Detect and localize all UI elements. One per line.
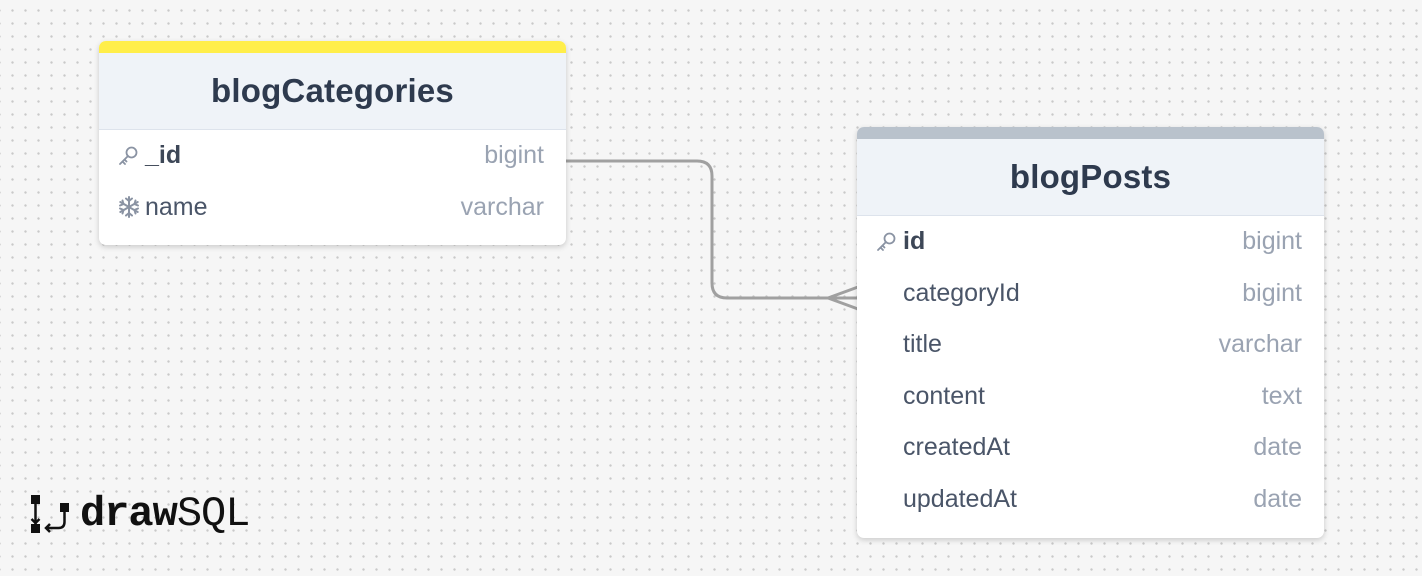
column-name: createdAt	[903, 433, 1011, 462]
column-row[interactable]: _id bigint	[99, 130, 566, 182]
column-icon-placeholder	[875, 332, 903, 358]
drawsql-logo: draw SQL	[30, 490, 251, 538]
table-accent-bar	[99, 41, 566, 53]
column-name: _id	[145, 141, 182, 170]
table-blog-posts[interactable]: blogPosts id bigint categoryId bigint ti…	[857, 127, 1324, 538]
column-type: text	[1261, 381, 1302, 410]
column-row[interactable]: title varchar	[857, 319, 1324, 371]
logo-mark-icon	[30, 495, 69, 533]
column-type: bigint	[484, 141, 544, 170]
column-name: id	[903, 227, 926, 256]
column-name: name	[145, 192, 208, 221]
column-icon-placeholder	[875, 435, 903, 461]
column-row[interactable]: updatedAt date	[857, 474, 1324, 526]
column-type: date	[1253, 484, 1302, 513]
logo-text-sql: SQL	[176, 490, 251, 538]
crowfoot-many-marker	[827, 285, 859, 311]
column-row[interactable]: createdAt date	[857, 422, 1324, 474]
column-row[interactable]: categoryId bigint	[857, 268, 1324, 320]
column-type: varchar	[460, 192, 544, 221]
column-name: categoryId	[903, 278, 1020, 307]
column-row[interactable]: id bigint	[857, 216, 1324, 268]
column-icon-placeholder	[875, 383, 903, 409]
column-type: bigint	[1242, 227, 1302, 256]
table-title: blogCategories	[210, 72, 454, 109]
snowflake-icon	[117, 194, 145, 220]
key-icon	[875, 229, 903, 255]
column-row[interactable]: name varchar	[99, 182, 566, 234]
table-blog-categories[interactable]: blogCategories _id bigint	[99, 41, 566, 245]
table-accent-bar	[857, 127, 1324, 139]
column-row[interactable]: content text	[857, 371, 1324, 423]
column-icon-placeholder	[875, 280, 903, 306]
relation-line	[566, 159, 858, 300]
column-type: date	[1253, 433, 1302, 462]
column-name: updatedAt	[903, 484, 1017, 513]
column-type: bigint	[1242, 278, 1302, 307]
key-icon	[117, 143, 145, 169]
table-header[interactable]: blogCategories	[99, 53, 566, 130]
column-name: content	[903, 381, 986, 410]
table-title: blogPosts	[1009, 158, 1172, 195]
column-name: title	[903, 330, 942, 359]
column-icon-placeholder	[875, 486, 903, 512]
column-type: varchar	[1218, 330, 1302, 359]
table-header[interactable]: blogPosts	[857, 139, 1324, 216]
logo-text-draw: draw	[80, 490, 178, 538]
